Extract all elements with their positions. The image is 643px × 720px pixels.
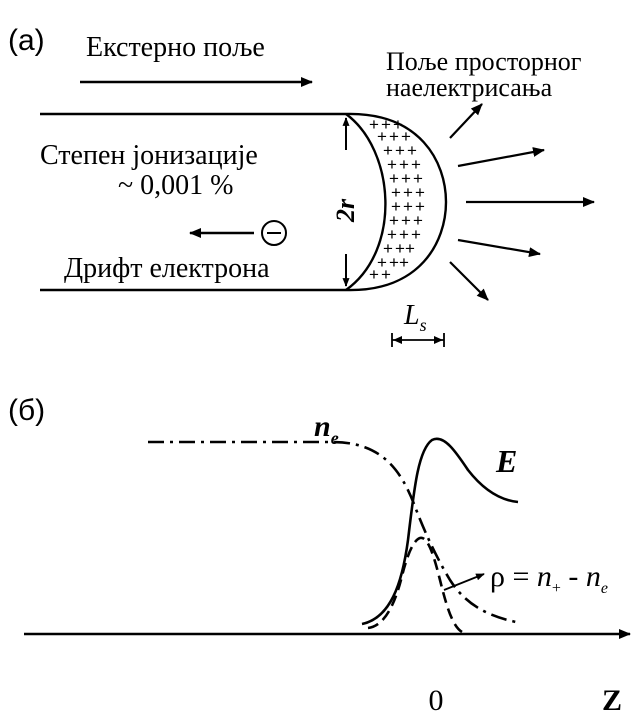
svg-text:+: +: [405, 239, 415, 258]
sheath-arrowhead-right: [434, 336, 443, 344]
field-arrow-1: [449, 103, 483, 139]
svg-text:+: +: [391, 197, 401, 216]
space-charge-field-label-line1: Поље просторног: [386, 47, 581, 76]
svg-text:+: +: [381, 265, 391, 284]
svg-text:+: +: [389, 127, 399, 146]
field-arrow-2: [457, 147, 545, 168]
streamer-head-outer: [345, 112, 448, 292]
svg-text:+: +: [413, 211, 423, 230]
svg-text:+: +: [401, 127, 411, 146]
svg-text:+: +: [383, 239, 393, 258]
radius-label: 2r: [331, 198, 360, 223]
space-charge-field-label-line2: наелектрисања: [386, 73, 553, 102]
svg-text:+: +: [415, 183, 425, 202]
electron-circle: [261, 220, 287, 246]
ionization-label-line2: ~ 0,001 %: [118, 170, 233, 201]
svg-text:+: +: [415, 197, 425, 216]
svg-text:+: +: [389, 253, 399, 272]
electric-field-curve: [361, 437, 519, 626]
svg-text:+: +: [387, 225, 397, 244]
field-arrow-4: [457, 238, 541, 258]
electron-density-label: ne: [314, 410, 339, 448]
svg-text:+: +: [407, 141, 417, 160]
svg-text:+: +: [399, 253, 409, 272]
svg-text:+: +: [377, 253, 387, 272]
sheath-thickness-label: Ls: [403, 300, 427, 335]
sheath-arrowhead-left: [393, 336, 402, 344]
panel-b-label: (б): [8, 394, 45, 427]
svg-text:+: +: [399, 155, 409, 174]
rho-pointer: [443, 573, 485, 591]
svg-text:+: +: [391, 183, 401, 202]
svg-text:+: +: [393, 115, 403, 134]
svg-text:+: +: [401, 211, 411, 230]
rho-label: ρ = n+ - ne: [490, 560, 608, 597]
svg-text:+: +: [401, 169, 411, 188]
svg-text:+: +: [389, 169, 399, 188]
streamer-head-inner: [345, 113, 387, 291]
z-axis-zero-label: 0: [429, 684, 444, 717]
svg-text:+: +: [395, 239, 405, 258]
svg-text:+: +: [403, 183, 413, 202]
svg-text:+: +: [377, 127, 387, 146]
svg-text:+: +: [381, 115, 391, 134]
svg-text:+: +: [369, 265, 379, 284]
svg-text:+: +: [389, 211, 399, 230]
external-field-label: Екстерно поље: [86, 32, 265, 63]
svg-text:+: +: [387, 155, 397, 174]
svg-text:+: +: [395, 141, 405, 160]
svg-text:+: +: [411, 225, 421, 244]
ionization-label-line1: Степен јонизације: [40, 140, 258, 171]
svg-text:+: +: [413, 169, 423, 188]
z-axis-label: Z: [602, 684, 622, 717]
svg-text:+: +: [403, 197, 413, 216]
field-arrow-5: [449, 261, 489, 301]
charge-density-curve: [367, 536, 463, 634]
electron-drift-label: Дрифт електрона: [64, 253, 270, 284]
svg-text:+: +: [369, 115, 379, 134]
svg-text:+: +: [399, 225, 409, 244]
svg-text:+: +: [383, 141, 393, 160]
space-charge-pluses: +++ +++ +++ +++ +++ +++ +++ +++ +++ +++ …: [369, 115, 425, 284]
panel-a-label: (а): [8, 24, 45, 57]
electric-field-label: E: [495, 443, 517, 479]
electron-density-curve: [148, 440, 517, 624]
svg-text:+: +: [411, 155, 421, 174]
